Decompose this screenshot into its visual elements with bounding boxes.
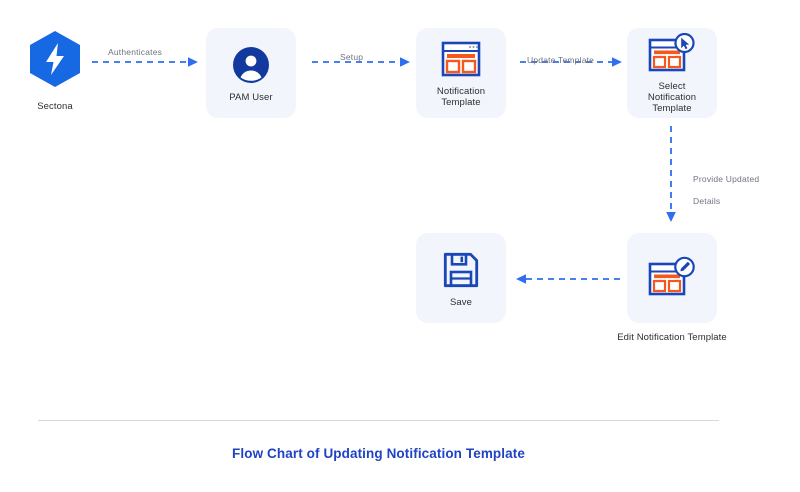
node-pam-user[interactable]: PAM User xyxy=(206,28,296,118)
label-line-2: Template xyxy=(441,97,481,108)
connector-edit-to-save xyxy=(514,272,622,286)
browser-template-icon xyxy=(441,38,481,80)
label-line-1: Provide Updated xyxy=(693,174,760,184)
chart-title: Flow Chart of Updating Notification Temp… xyxy=(232,446,525,461)
node-notification-template-card: Notification Template xyxy=(416,28,506,118)
connector-authenticates xyxy=(92,55,200,69)
node-edit-notification-template[interactable] xyxy=(627,233,717,323)
node-sectona-label: Sectona xyxy=(37,101,73,112)
label-line-3: Template xyxy=(652,102,692,114)
connector-provide-updated-details-label: Provide Updated Details xyxy=(693,163,759,207)
connector-update-template-label: Update Template xyxy=(527,55,595,65)
connector-setup-label: Setup xyxy=(340,52,364,62)
sectona-hexagon-bolt-icon xyxy=(28,30,82,93)
browser-template-cursor-icon xyxy=(648,32,696,75)
node-save-label: Save xyxy=(449,296,473,308)
node-notification-template[interactable]: Notification Template xyxy=(416,28,506,118)
node-select-notification-template-label: Select Notification Template xyxy=(648,81,696,114)
connector-update-template xyxy=(520,55,624,69)
node-select-notification-template-card: Select Notification Template xyxy=(627,28,717,118)
browser-template-pencil-icon xyxy=(648,256,696,299)
label-line-1: Select xyxy=(658,80,686,92)
user-avatar-icon xyxy=(232,44,270,86)
connector-authenticates-label: Authenticates xyxy=(108,47,163,57)
node-sectona[interactable]: Sectona xyxy=(26,30,84,112)
footer-divider xyxy=(38,420,719,421)
connector-setup xyxy=(312,55,412,69)
node-save-card: Save xyxy=(416,233,506,323)
label-line-1: Notification xyxy=(436,86,486,97)
connector-provide-updated-details xyxy=(664,126,678,224)
floppy-disk-save-icon xyxy=(442,249,480,291)
node-pam-user-label: PAM User xyxy=(229,91,273,103)
node-select-notification-template[interactable]: Select Notification Template xyxy=(627,28,717,118)
label-line-2: Details xyxy=(693,196,721,206)
node-edit-notification-template-card xyxy=(627,233,717,323)
node-save[interactable]: Save xyxy=(416,233,506,323)
node-edit-notification-template-label: Edit Notification Template xyxy=(617,332,727,343)
node-notification-template-label: Notification Template xyxy=(437,86,485,108)
label-line-2: Notification xyxy=(647,91,697,103)
node-pam-user-card: PAM User xyxy=(206,28,296,118)
